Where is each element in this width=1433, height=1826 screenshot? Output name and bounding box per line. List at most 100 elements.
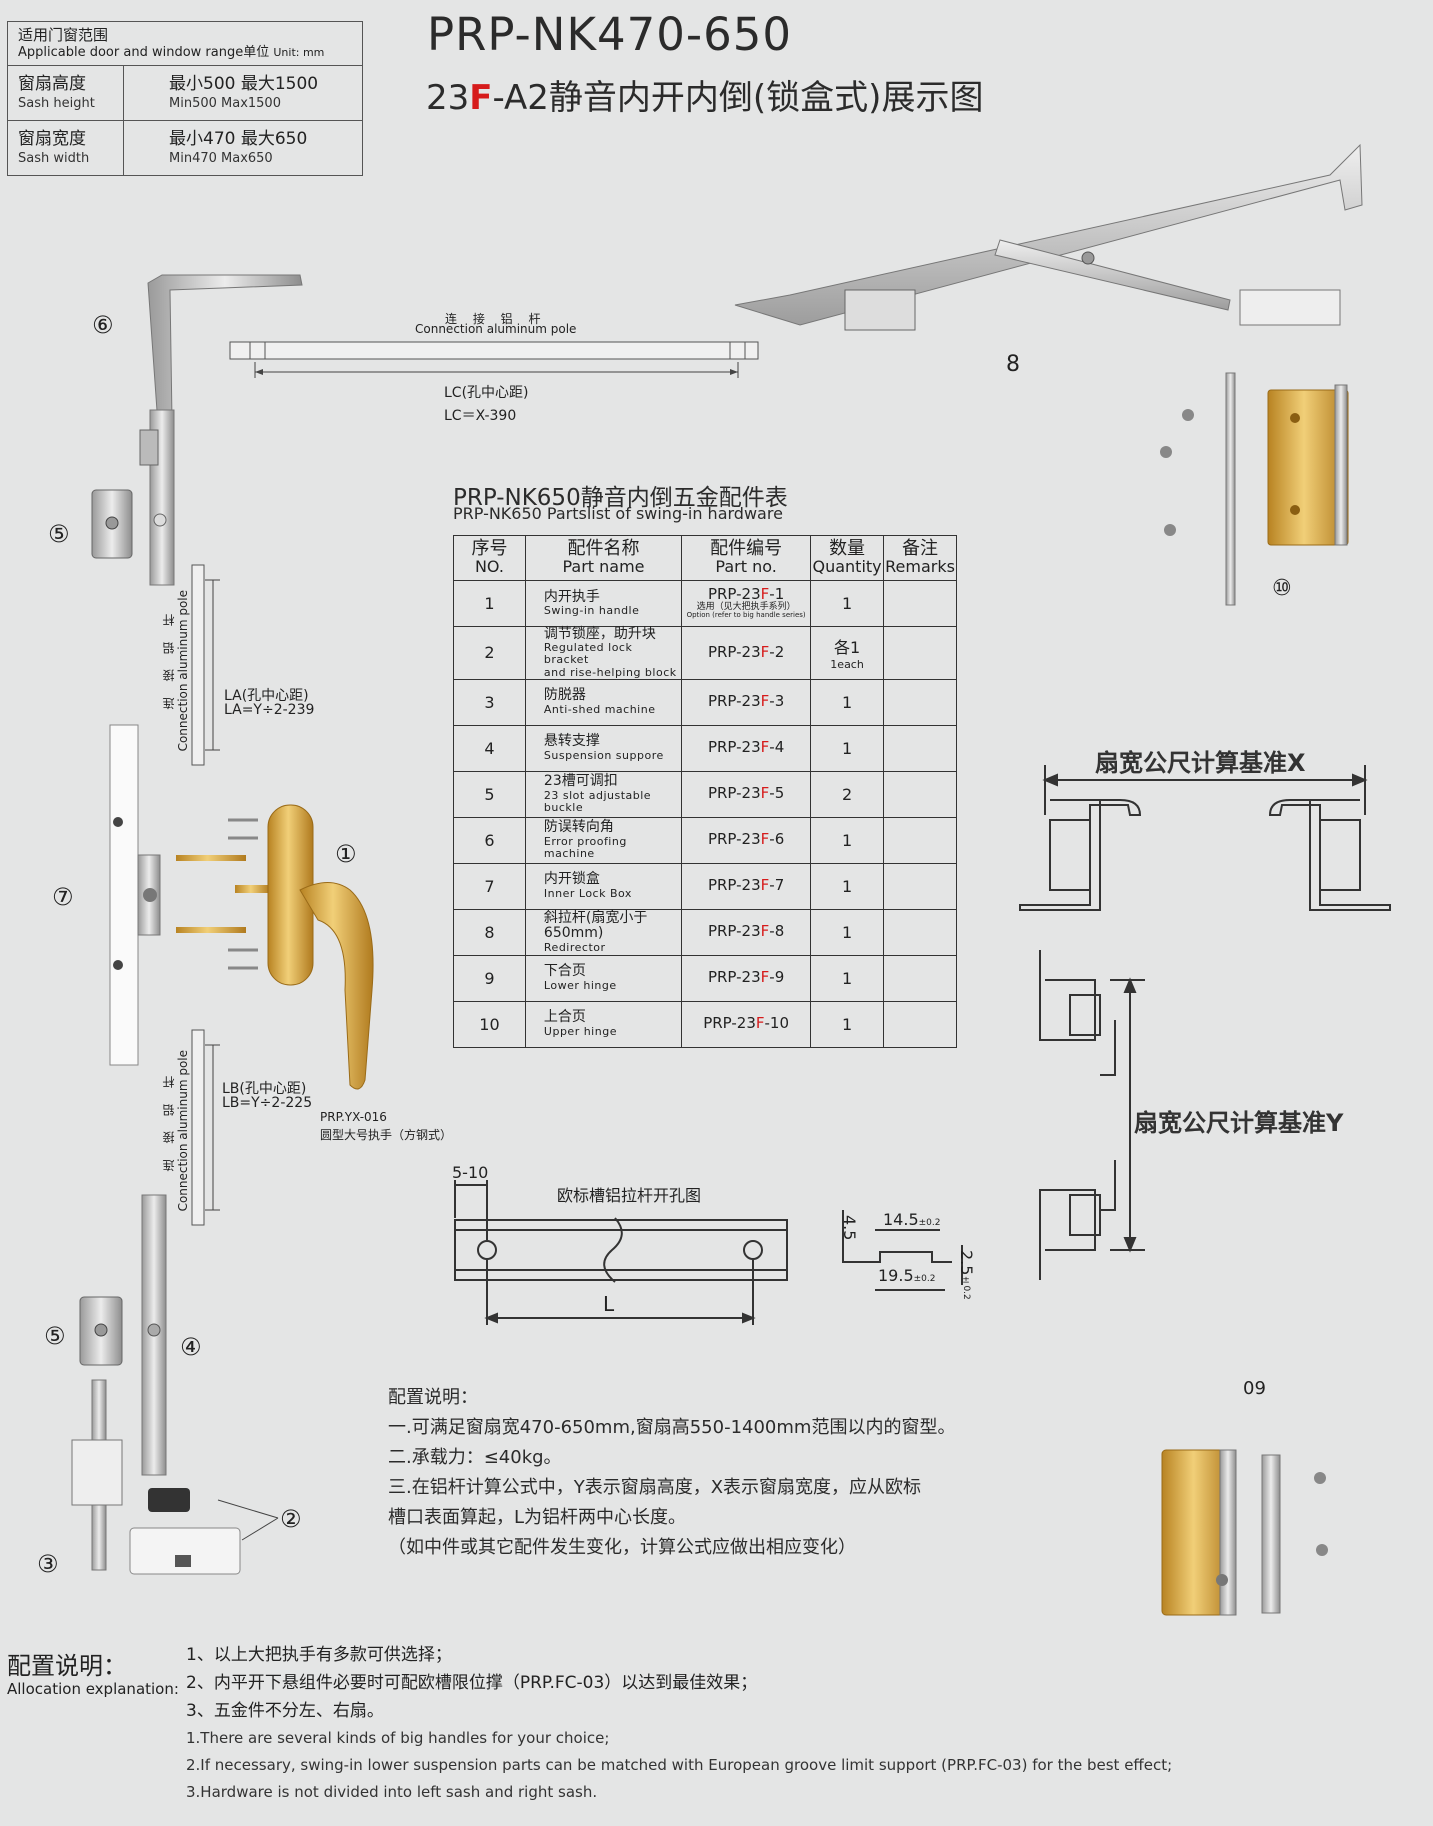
lc-label: LC(孔中心距) [444, 385, 529, 401]
sash-height-label: 窗扇高度 Sash height [7, 65, 124, 121]
part-name-en: Lower hinge [543, 978, 617, 992]
lb-formula: LB=Y÷2-225 [222, 1095, 313, 1111]
partno-suffix: -4 [769, 738, 785, 757]
dim-14-5-val: 14.5 [883, 1210, 919, 1229]
cell-no: 3 [453, 678, 526, 726]
col-name-en: Part name [562, 557, 645, 577]
part-name-cn: 内开执手 [543, 588, 600, 605]
cell-partno: PRP-23F-2 [681, 626, 812, 680]
lock-bracket [129, 1488, 279, 1575]
dim-19-5: 19.5±0.2 [878, 1266, 935, 1285]
part-name-en: Inner Lock Box [543, 886, 632, 900]
dim-2-5-tol: ±0.2 [961, 1275, 971, 1300]
cell-partno: PRP-23F-3 [681, 678, 812, 726]
conn-pole-cn: 连 接 铝 杆 [445, 312, 547, 326]
config-note-2: 二.承载力：≤40kg。 [388, 1447, 562, 1468]
part-name-en: Suspension suppore [543, 748, 664, 762]
col-remarks-cn: 备注 [902, 538, 939, 560]
range-header-cn: 适用门窗范围 [18, 26, 109, 44]
allocation-heading-en: Allocation explanation: [7, 1680, 179, 1698]
subtitle-f: F [469, 78, 493, 118]
partno-f: F [760, 922, 770, 941]
allocation-en-2: 2.If necessary, swing-in lower suspensio… [186, 1756, 1173, 1774]
qty-value: 1 [841, 738, 853, 758]
part-name-cn: 斜拉杆(扇宽小于650mm) [543, 909, 648, 942]
partno-suffix: -10 [764, 1014, 790, 1033]
sash-height-en: Sash height [18, 95, 95, 111]
sash-width-val-cn: 最小470 最大650 [169, 129, 308, 150]
range-header-en: Applicable door and window range [18, 44, 244, 60]
partno-suffix: -6 [769, 830, 785, 849]
label-10: ⑩ [1272, 576, 1292, 601]
partno-f: F [760, 784, 770, 803]
config-note-5: （如中件或其它配件发生变化，计算公式应做出相应变化） [388, 1537, 856, 1558]
allocation-list: 1、以上大把执手有多款可供选择； 2、内平开下悬组件必要时可配欧槽限位撑（PRP… [186, 1641, 1172, 1806]
vconn-b-cn: 连 接 铝 杆 [162, 1070, 176, 1172]
partno-suffix: -2 [769, 642, 785, 661]
config-notes: 配置说明： 一.可满足窗扇宽470-650mm,窗扇高550-1400mm范围以… [388, 1383, 955, 1563]
config-note-4: 槽口表面算起，L为铝杆两中心长度。 [388, 1507, 687, 1528]
label-7: ⑦ [52, 883, 74, 911]
cell-partno: PRP-23F-9 [681, 954, 812, 1002]
part-name-en: Redirector [543, 940, 606, 954]
partno-f: F [760, 830, 770, 849]
part-name-cn: 上合页 [543, 1009, 586, 1026]
partno-suffix: -5 [769, 784, 785, 803]
cell-no: 6 [453, 816, 526, 864]
subtitle-prefix: 23 [426, 78, 470, 118]
cell-no: 5 [453, 770, 526, 818]
partno-f: F [760, 968, 770, 987]
part-name-cn: 防误转向角 [543, 819, 614, 836]
sash-height-val-cn: 最小500 最大1500 [169, 74, 319, 95]
cell-remarks [883, 954, 957, 1002]
profile-x-drawing [1019, 765, 1391, 911]
col-no-cn: 序号 [471, 538, 508, 560]
unit-cn: 单位 [243, 44, 270, 60]
subtitle-rest: -A2静音内开内倒(锁盒式)展示图 [492, 78, 984, 118]
partno-f: F [760, 692, 770, 711]
part-name-cn: 23槽可调扣 [543, 773, 618, 790]
vconn-a-en: Connection aluminum pole [176, 590, 190, 752]
cell-qty: 1 [810, 862, 885, 910]
partno-suffix: -7 [769, 876, 785, 895]
cell-remarks [883, 908, 957, 956]
partno-prefix: PRP-23 [707, 585, 761, 604]
handle-desc: 圆型大号执手（方钢式） [320, 1128, 453, 1142]
cell-no: 2 [453, 626, 526, 680]
label-09: 09 [1243, 1378, 1266, 1399]
redirector-arm [734, 143, 1363, 331]
cell-partno: PRP-23F-4 [681, 724, 812, 772]
partno-prefix: PRP-23 [707, 642, 761, 661]
anti-shed-machine [71, 1379, 123, 1571]
corner-drive-piece [139, 274, 303, 586]
cell-remarks [883, 678, 957, 726]
part-name-cn: 防脱器 [543, 687, 586, 704]
cell-remarks [883, 724, 957, 772]
cell-remarks [883, 770, 957, 818]
partno-note-en: Option (refer to big handle series) [686, 611, 806, 620]
profile-x-label: 扇宽公尺计算基准X [1095, 749, 1306, 777]
lb-label: LB(孔中心距) [222, 1081, 307, 1097]
label-2: ② [280, 1505, 302, 1533]
allocation-cn-3: 3、五金件不分左、右扇。 [186, 1701, 384, 1721]
part-name-en: Error proofing machine [543, 834, 627, 860]
cell-qty: 1 [810, 1000, 885, 1048]
cell-qty: 1 [810, 954, 885, 1002]
dim-L: L [603, 1292, 615, 1316]
cell-remarks [883, 580, 957, 627]
label-1: ① [335, 840, 357, 868]
qty-value: 1 [841, 594, 853, 613]
cell-remarks [883, 1000, 957, 1048]
